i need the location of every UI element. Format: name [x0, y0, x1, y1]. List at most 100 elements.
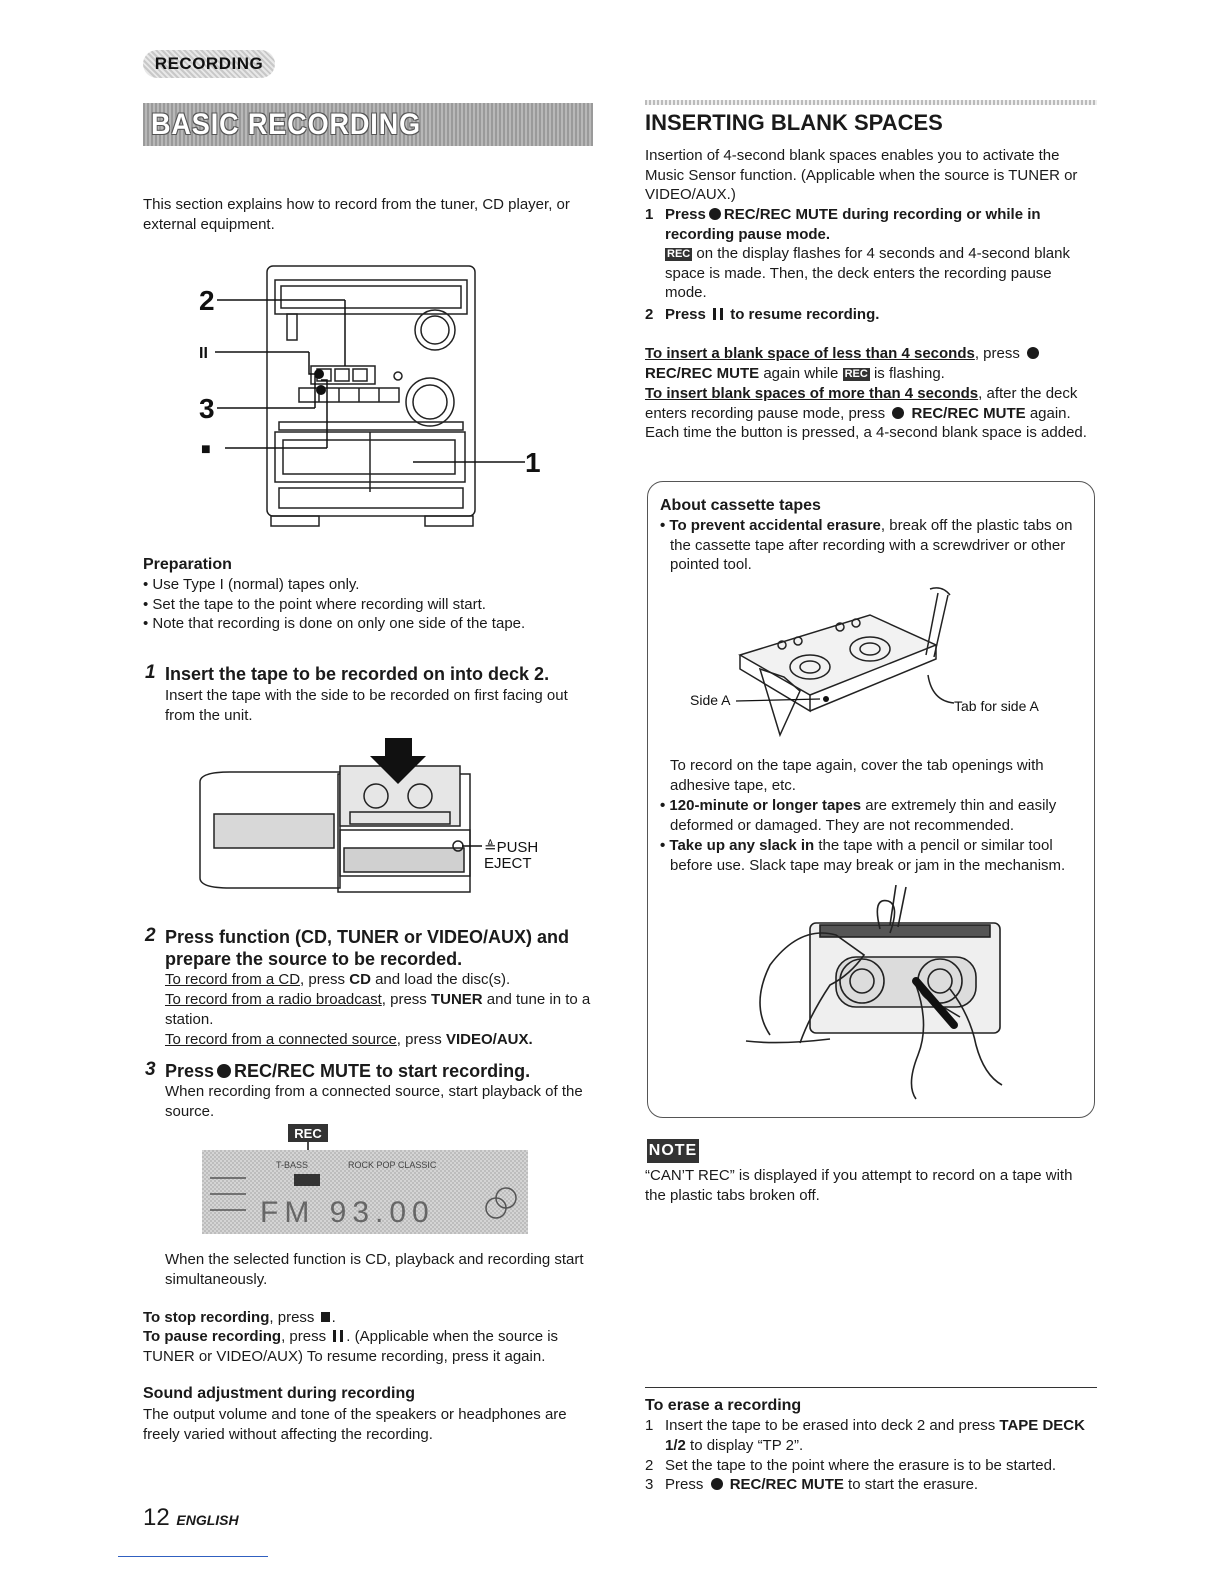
label-2: 2	[199, 285, 215, 316]
text: To pause recording	[143, 1328, 282, 1345]
text: 12	[143, 1504, 170, 1531]
footer-line	[118, 1556, 268, 1557]
cd-link-text: To record from a CD	[165, 971, 301, 988]
text: REC/REC MUTE	[645, 364, 760, 382]
text: , press	[974, 345, 1020, 362]
text: again. Each time the button is pressed, …	[645, 404, 1087, 442]
tuner-key: TUNER	[430, 991, 483, 1008]
text: the tape with a pencil or similar tool b…	[670, 837, 1066, 874]
text: To insert a blank space of less than 4 s…	[645, 345, 975, 362]
rec-marker-icon	[316, 385, 326, 395]
text: and tune in to a station.	[165, 991, 591, 1028]
cd-key: CD	[349, 971, 371, 988]
text: , press	[381, 991, 431, 1008]
tape-deck-key: TAPE DECK 1/2	[665, 1417, 1085, 1454]
radio-link-text: To record from a radio broadcast	[165, 991, 382, 1008]
erase-title: To erase a recording	[645, 1397, 802, 1414]
erase-step3: Press REC/REC MUTE to start the erasure.	[665, 1475, 1097, 1495]
text: . (Applicable when the source is TUNER o…	[143, 1328, 559, 1365]
stop-icon	[320, 1312, 330, 1322]
language-label: ENGLISH	[176, 1512, 239, 1528]
text: and load the disc(s).	[370, 971, 511, 988]
rec-badge: REC	[842, 367, 870, 381]
page-banner: BASIC RECORDING	[143, 103, 593, 146]
step3-number: 3	[145, 1059, 156, 1080]
text: , press	[300, 971, 350, 988]
ins-step2-title: Press to resume recording.	[665, 305, 1097, 325]
rec-display-diagram: REC T-BASS ROCK POP CLASSIC FM 93.00	[202, 1124, 528, 1234]
text: To insert blank spaces of more than 4 se…	[645, 385, 979, 402]
rec-label: REC	[294, 1126, 322, 1141]
list-item: • Set the tape to the point where record…	[143, 595, 486, 613]
step1-title: Insert the tape to be recorded on into d…	[165, 664, 550, 684]
list-item: • Use Type I (normal) tapes only.	[143, 576, 360, 593]
text: Press	[665, 306, 706, 323]
pause-icon	[333, 1330, 344, 1342]
text: Press	[665, 206, 706, 223]
ins-step1-number: 1	[645, 206, 654, 223]
pause-icon	[713, 308, 724, 320]
text: • 120-minute or longer tapes	[660, 797, 862, 814]
text: • Take up any slack in	[660, 837, 815, 854]
pause-recording: To pause recording, press . (Applicable …	[143, 1327, 593, 1366]
eq-labels: ROCK POP CLASSIC	[348, 1160, 437, 1170]
source-link-text: To record from a connected source	[165, 1031, 397, 1048]
inserting-title: INSERTING BLANK SPACES	[645, 110, 943, 135]
heading-rule	[645, 100, 1097, 105]
step2-source: To record from a connected source, press…	[165, 1030, 595, 1050]
insert-more: To insert blank spaces of more than 4 se…	[645, 384, 1097, 443]
record-dot-icon	[710, 1478, 723, 1490]
cassette-bullet-3: • Take up any slack in the tape with a p…	[660, 836, 1080, 875]
pause-marker-icon	[314, 369, 324, 379]
label-1: 1	[525, 447, 541, 478]
text: , after the deck enters recording pause …	[645, 385, 1078, 422]
text: REC/REC MUTE to start recording.	[234, 1061, 531, 1081]
erase-step1: Insert the tape to be erased into deck 2…	[665, 1416, 1097, 1455]
videoaux-key: VIDEO/AUX.	[445, 1031, 533, 1048]
eject-label: EJECT	[484, 855, 532, 872]
erase-step2-number: 2	[645, 1457, 654, 1474]
intro-text: This section explains how to record from…	[143, 196, 570, 233]
preparation-title: Preparation	[143, 556, 232, 573]
page-number: 12 ENGLISH	[143, 1504, 239, 1534]
step2-radio: To record from a radio broadcast, press …	[165, 990, 595, 1029]
record-dot-icon	[708, 208, 721, 220]
text: Insert the tape to be erased into deck 2…	[665, 1417, 1000, 1434]
unit-diagram: 2 II 3 ■ 1	[199, 265, 541, 527]
cassette-bullet-2: • 120-minute or longer tapes are extreme…	[660, 796, 1080, 835]
text: Press	[665, 1476, 704, 1493]
slack-tape-illustration	[745, 885, 1003, 1100]
section-tag: RECORDING	[143, 50, 275, 78]
text: To stop recording	[143, 1309, 270, 1326]
note-badge: NOTE	[647, 1139, 699, 1163]
insert-less: To insert a blank space of less than 4 s…	[645, 344, 1097, 383]
preparation-list: • Use Type I (normal) tapes only. • Set …	[143, 575, 593, 634]
step2-title: Press function (CD, TUNER or VIDEO/AUX) …	[165, 927, 570, 969]
cassette-title: About cassette tapes	[660, 497, 821, 514]
tbass-label: T-BASS	[276, 1160, 308, 1170]
stop-recording: To stop recording, press .	[143, 1309, 336, 1326]
record-dot-icon	[1027, 347, 1040, 359]
text: are extremely thin and easily deformed o…	[670, 797, 1057, 834]
display-readout: FM 93.00	[260, 1196, 435, 1229]
record-dot-icon	[217, 1064, 232, 1078]
text: , press	[269, 1309, 315, 1326]
rec-badge: REC	[665, 248, 693, 261]
tab-side-a-label: Tab for side A	[954, 698, 1039, 714]
step3-after: When the selected function is CD, playba…	[165, 1251, 584, 1288]
text: , press	[281, 1328, 327, 1345]
insert-arrow-icon	[370, 738, 426, 784]
text: is flashing.	[869, 364, 945, 382]
step2-number: 2	[145, 925, 156, 946]
step3-body: When recording from a connected source, …	[165, 1083, 583, 1120]
list-item: • Note that recording is done on only on…	[143, 615, 526, 632]
text: again while	[759, 364, 843, 382]
text: , press	[396, 1031, 446, 1048]
text: to resume recording.	[730, 306, 880, 323]
text: to display “TP 2”.	[685, 1436, 804, 1454]
label-stop: ■	[201, 441, 211, 458]
ins-step1-body: REC on the display flashes for 4 seconds…	[665, 244, 1097, 303]
cassette-bullet-1: • To prevent accidental erasure, break o…	[660, 516, 1080, 575]
